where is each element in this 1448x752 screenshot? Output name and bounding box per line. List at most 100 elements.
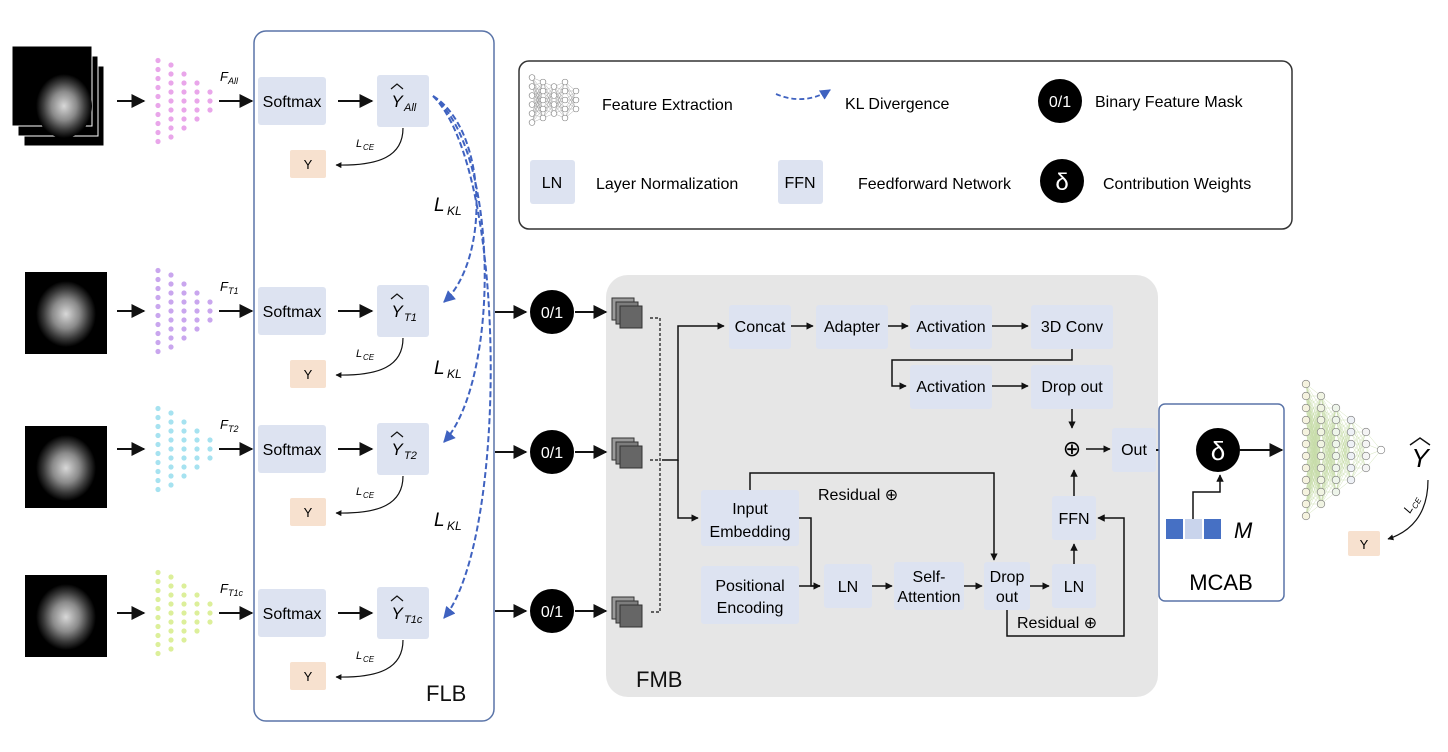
encoder-dot	[168, 601, 174, 607]
classifier-network-icon	[1301, 379, 1386, 521]
net-node	[528, 74, 536, 81]
encoder-dot	[181, 437, 187, 443]
flb-title: FLB	[426, 681, 466, 706]
encoder-dot	[194, 455, 200, 461]
encoder-dot	[168, 290, 174, 296]
net-node	[1361, 451, 1371, 461]
softmax-label-3: Softmax	[263, 606, 322, 623]
encoder-dot	[181, 464, 187, 470]
mask-circle-t1c	[530, 589, 574, 633]
net-edge	[564, 99, 577, 119]
softmax-label-2: Softmax	[263, 442, 322, 459]
net-edge	[564, 90, 577, 119]
encoder-dot	[194, 299, 200, 305]
net-edge	[1320, 455, 1337, 505]
encoder-dot	[207, 299, 213, 305]
conv3d-block	[1031, 305, 1113, 349]
legend-delta-symbol: δ	[1055, 169, 1068, 196]
encoder-dot	[181, 335, 187, 341]
net-edge	[1320, 407, 1337, 433]
mask-circle-t2	[530, 430, 574, 474]
net-node	[1301, 451, 1311, 461]
encoder-dot	[155, 267, 161, 274]
ce-loss-sub-1: CE	[363, 353, 375, 362]
target-block-0	[290, 150, 326, 178]
net-node	[1301, 391, 1311, 401]
encoder-dot	[181, 89, 187, 95]
dropout-block-1	[1031, 365, 1113, 409]
net-edge	[1350, 455, 1367, 481]
kl-label-1-sub: KL	[447, 204, 462, 218]
net-edge	[1335, 419, 1352, 469]
feature-stack-1	[611, 437, 643, 469]
mask-circle-t1	[530, 290, 574, 334]
softmax-label-0: Softmax	[263, 94, 322, 111]
net-edge	[553, 90, 566, 114]
encoder-dot	[181, 601, 187, 607]
encoder-dot	[181, 116, 187, 122]
prediction-sub-1: T1	[404, 312, 417, 324]
ce-loss-arrow-2	[335, 475, 404, 517]
feature-label-2: F	[220, 417, 229, 432]
encoder-dot	[155, 312, 161, 319]
feature-sub-2: T2	[228, 424, 239, 434]
encoder-dot	[155, 605, 161, 612]
net-node	[528, 119, 536, 126]
feature-label-3: F	[220, 581, 229, 596]
ln-legend-box	[530, 160, 575, 204]
residual-label-2: Residual ⊕	[1017, 615, 1097, 632]
kl-curve-t2	[432, 95, 486, 443]
activation-label-2: Activation	[916, 379, 985, 396]
input-embedding-label-1: Input	[732, 501, 768, 518]
flb-panel	[253, 30, 495, 722]
encoder-dot	[168, 308, 174, 314]
prediction-sub-0: All	[403, 102, 417, 114]
kl-label-1-main: L	[434, 195, 445, 216]
net-node	[1331, 427, 1341, 437]
encoder-dot	[168, 71, 174, 77]
encoder-dot	[194, 317, 200, 323]
encoder-dot	[168, 437, 174, 443]
encoder-dot	[168, 326, 174, 332]
net-node	[1346, 451, 1356, 461]
encoder-dot	[181, 428, 187, 434]
net-node	[1316, 487, 1326, 497]
ce-loss-sub-2: CE	[363, 491, 375, 500]
encoder-dot	[181, 71, 187, 77]
net-edge	[1350, 431, 1367, 481]
positional-encoding-label-1: Positional	[715, 578, 784, 595]
net-edge	[1335, 467, 1352, 493]
net-node	[1301, 403, 1311, 413]
input-embedding-block	[701, 490, 799, 546]
encoder-dot	[168, 455, 174, 461]
target-block-1	[290, 360, 326, 388]
encoder-dot	[181, 628, 187, 634]
net-edge	[531, 81, 544, 114]
net-node	[1301, 463, 1311, 473]
encoder-dot	[155, 75, 161, 82]
prediction-symbol-0: Y	[391, 92, 404, 111]
dropout-label-2a: Drop	[990, 569, 1025, 586]
net-node	[1316, 475, 1326, 485]
net-edge	[1350, 431, 1367, 457]
encoder-dot	[181, 610, 187, 616]
target-label-1: Y	[304, 367, 313, 382]
kl-curve-t1	[432, 95, 478, 303]
encoder-icon-3	[155, 569, 213, 657]
net-node	[550, 92, 558, 99]
net-edge	[1305, 407, 1322, 517]
net-edge	[1320, 407, 1337, 445]
encoder-dot	[155, 569, 161, 576]
net-edge	[1305, 395, 1322, 517]
ffn-label: FFN	[1058, 511, 1089, 528]
encoder-icon-1	[155, 267, 213, 355]
softmax-block-3	[258, 589, 326, 637]
encoder-dot	[168, 335, 174, 341]
kl-label-2-sub: KL	[447, 367, 462, 381]
net-node	[1331, 463, 1341, 473]
encoder-dot	[168, 464, 174, 470]
encoder-icon-0	[155, 57, 213, 145]
encoder-dot	[155, 303, 161, 310]
encoder-dot	[207, 610, 213, 616]
